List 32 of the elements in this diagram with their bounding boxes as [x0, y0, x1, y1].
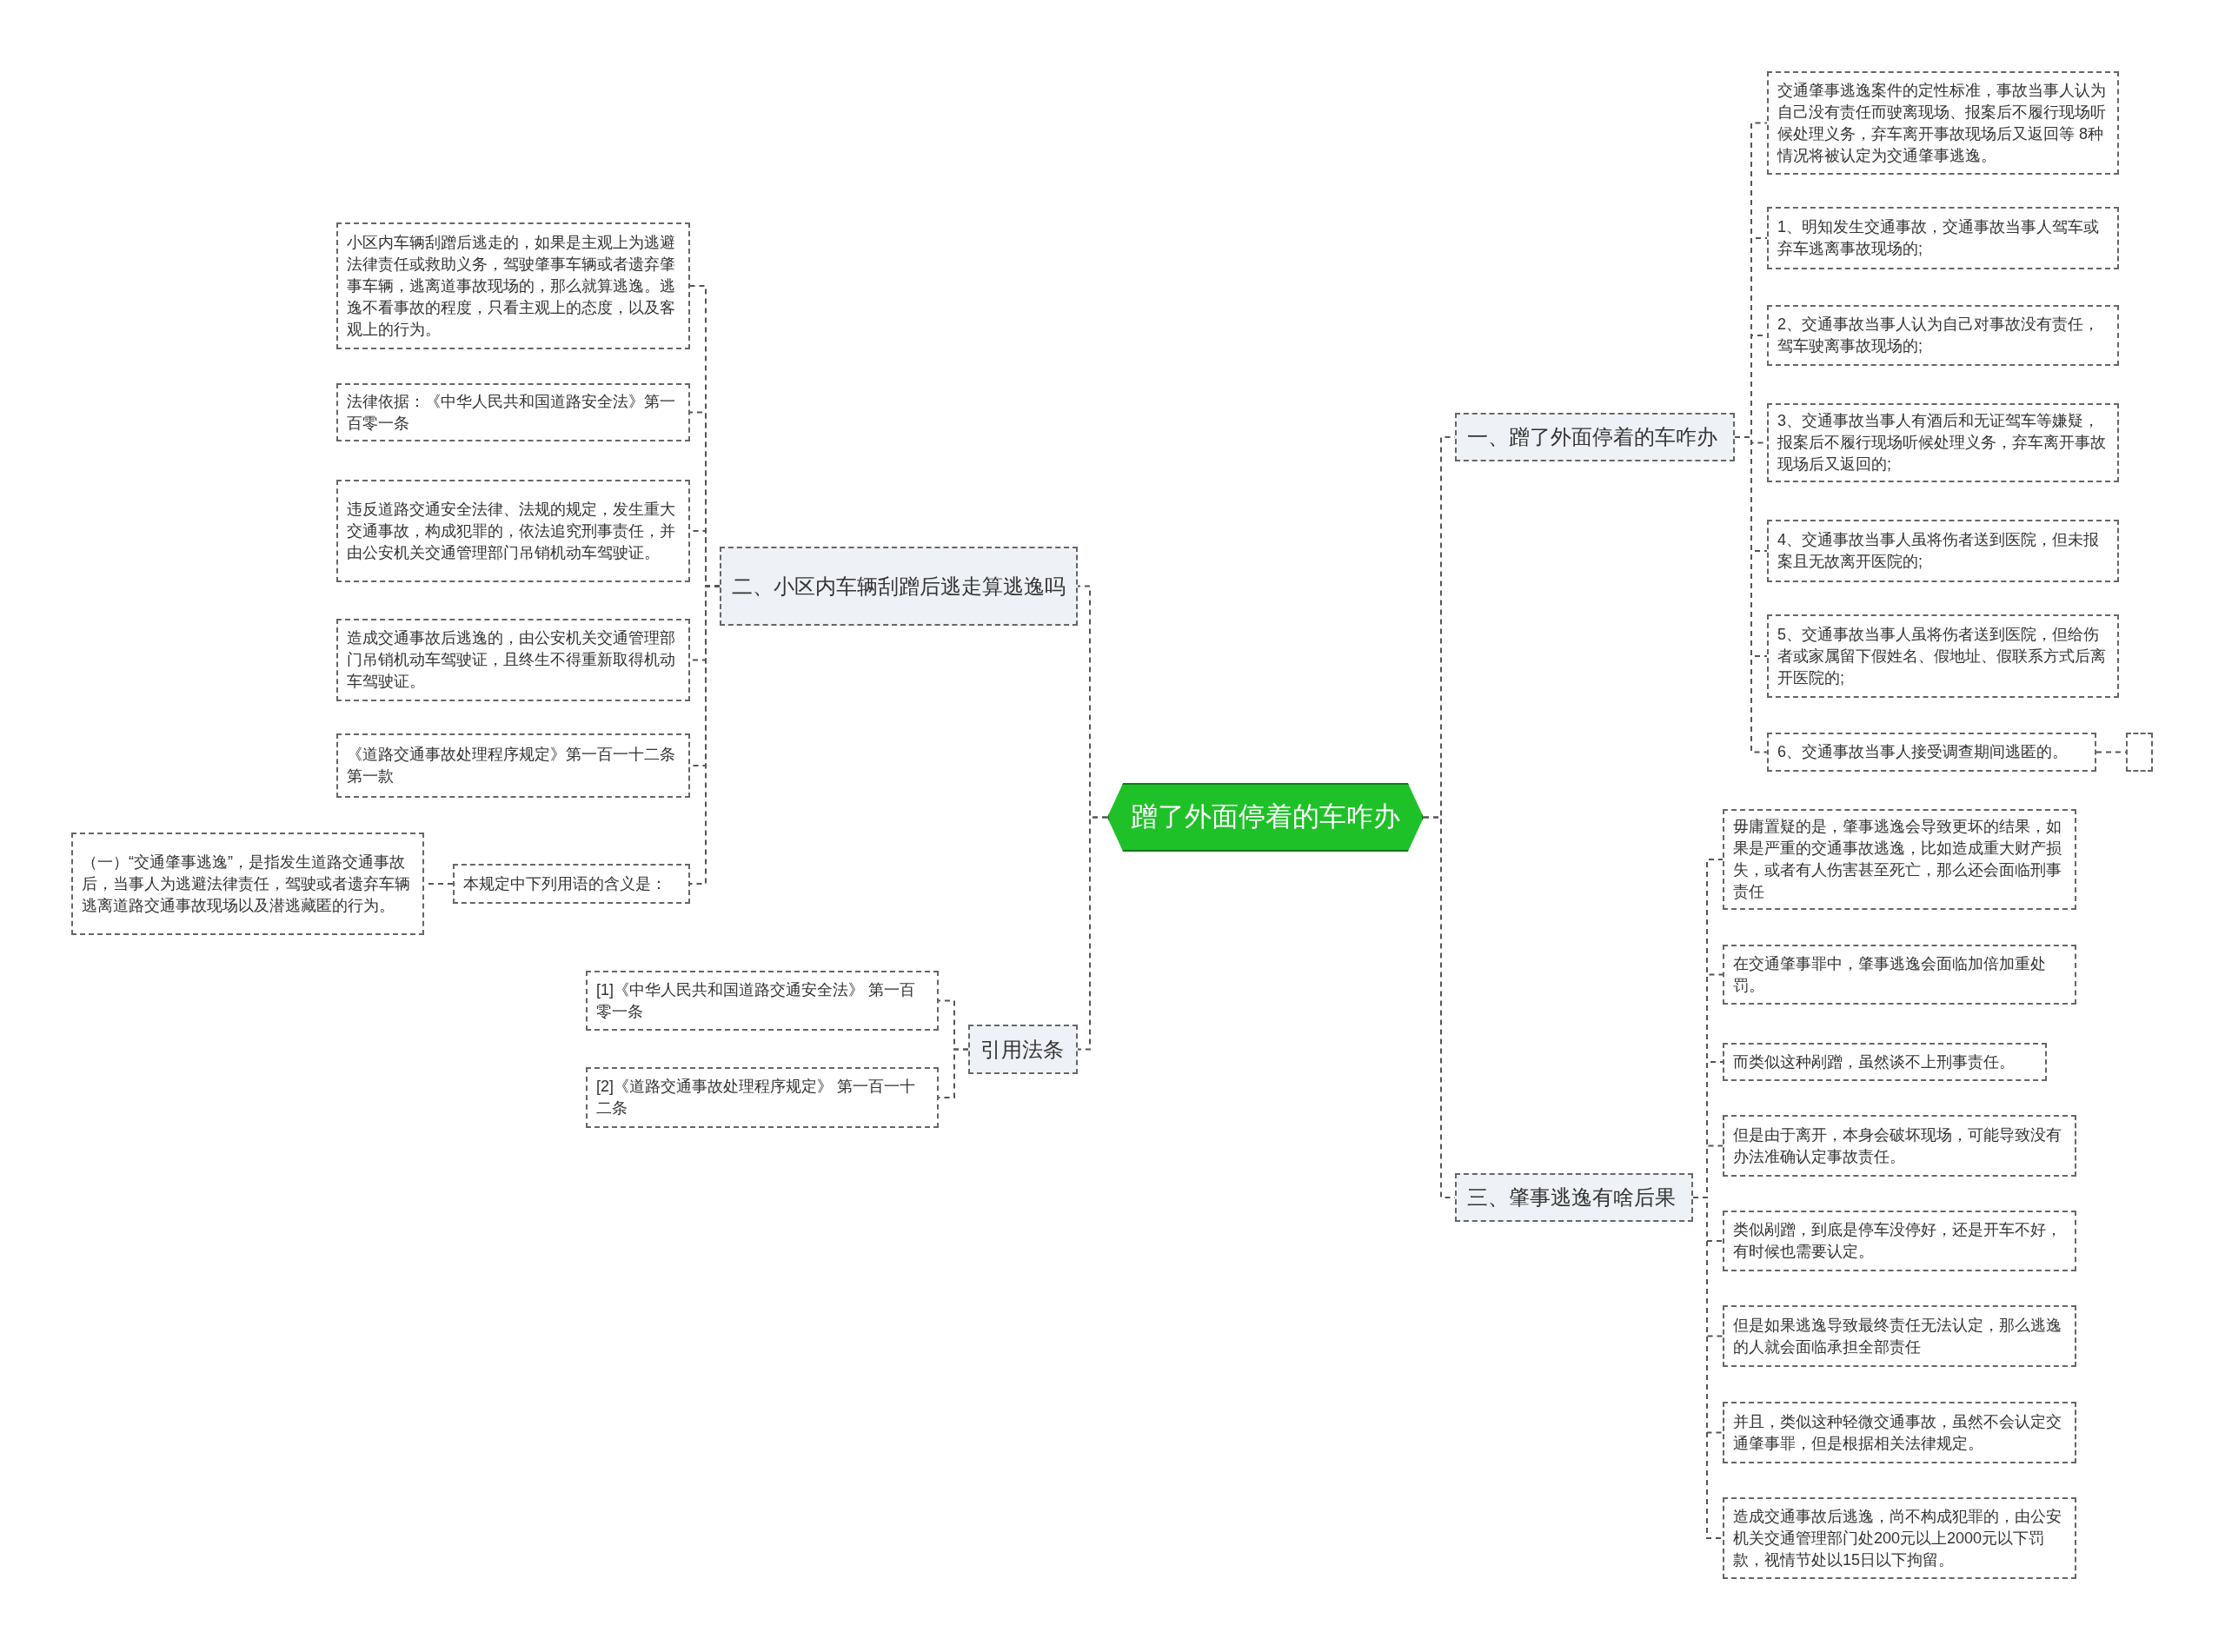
connector-line [689, 585, 721, 885]
leaf-note: 《道路交通事故处理程序规定》第一百一十二条第一款 [336, 733, 690, 798]
leaf-note: 1、明知发生交通事故，交通事故当事人驾车或弃车逃离事故现场的; [1767, 207, 2119, 269]
leaf-note: [1]《中华人民共和国道路交通安全法》 第一百零一条 [586, 971, 939, 1031]
leaf-note: 但是由于离开，本身会破坏现场，可能导致没有办法准确认定事故责任。 [1723, 1115, 2076, 1177]
leaf-note: 交通肇事逃逸案件的定性标准，事故当事人认为自己没有责任而驶离现场、报案后不履行现场听候处理义务，弃车离开事故现场后又返回等 8种情况将被认定为交通肇事逃逸。 [1767, 71, 2119, 175]
leaf-note: 5、交通事故当事人虽将伤者送到医院，但给伤者或家属留下假姓名、假地址、假联系方式后离开医院的; [1767, 614, 2119, 698]
leaf-note: 小区内车辆刮蹭后逃走的，如果是主观上为逃避法律责任或救助义务，驾驶肇事车辆或者遗弃肇事车辆，逃离道事故现场的，那么就算逃逸。逃逸不看事故的程度，只看主观上的态度，以及客观上的行为。 [336, 222, 690, 349]
empty-box [2126, 733, 2153, 772]
leaf-note: 本规定中下列用语的含义是： [453, 864, 690, 904]
connector-line [1077, 816, 1108, 1051]
leaf-note: 2、交通事故当事人认为自己对事故没有责任，驾车驶离事故现场的; [1767, 305, 2119, 366]
root-topic: 蹭了外面停着的车咋办 [1107, 783, 1424, 852]
leaf-note: 3、交通事故当事人有酒后和无证驾车等嫌疑，报案后不履行现场听候处理义务，弃车离开事故现场后又返回的; [1767, 403, 2119, 482]
leaf-note: 在交通肇事罪中，肇事逃逸会面临加倍加重处罚。 [1723, 945, 2076, 1005]
branch-topic: 一、蹭了外面停着的车咋办 [1455, 413, 1735, 461]
branch-topic: 三、肇事逃逸有啥后果 [1455, 1173, 1693, 1222]
leaf-note: 类似剐蹭，到底是停车没停好，还是开车不好，有时候也需要认定。 [1723, 1211, 2076, 1271]
leaf-note: 违反道路交通安全法律、法规的规定，发生重大交通事故，构成犯罪的，依法追究刑事责任，并由公安机关交通管理部门吊销机动车驾驶证。 [336, 480, 690, 582]
leaf-note: [2]《道路交通事故处理程序规定》 第一百一十二条 [586, 1067, 939, 1128]
leaf-note: 6、交通事故当事人接受调查期间逃匿的。 [1767, 733, 2096, 772]
leaf-note: 但是如果逃逸导致最终责任无法认定，那么逃逸的人就会面临承担全部责任 [1723, 1305, 2076, 1367]
leaf-note: 造成交通事故后逃逸，尚不构成犯罪的，由公安机关交通管理部门处200元以上2000元以下罚款，视情节处以15日以下拘留。 [1723, 1497, 2076, 1579]
leaf-note: 而类似这种剐蹭，虽然谈不上刑事责任。 [1723, 1043, 2047, 1081]
leaf-note: 4、交通事故当事人虽将伤者送到医院，但未报案且无故离开医院的; [1767, 520, 2119, 582]
leaf-note: 法律依据：《中华人民共和国道路安全法》第一百零一条 [336, 383, 690, 441]
branch-topic: 引用法条 [968, 1025, 1078, 1074]
leaf-note: 并且，类似这种轻微交通事故，虽然不会认定交通肇事罪，但是根据相关法律规定。 [1723, 1402, 2076, 1463]
leaf-note: 毋庸置疑的是，肇事逃逸会导致更坏的结果，如果是严重的交通事故逃逸，比如造成重大财产损失，或者有人伤害甚至死亡，那么还会面临刑事责任 [1723, 809, 2076, 910]
leaf-note: （一）“交通肇事逃逸”，是指发生道路交通事故后，当事人为逃避法律责任，驾驶或者遗弃车辆逃离道路交通事故现场以及潜逃藏匿的行为。 [71, 833, 424, 935]
leaf-note: 造成交通事故后逃逸的，由公安机关交通管理部门吊销机动车驾驶证，且终生不得重新取得机动车驾驶证。 [336, 619, 690, 701]
branch-topic: 二、小区内车辆刮蹭后逃走算逃逸吗 [720, 547, 1078, 626]
